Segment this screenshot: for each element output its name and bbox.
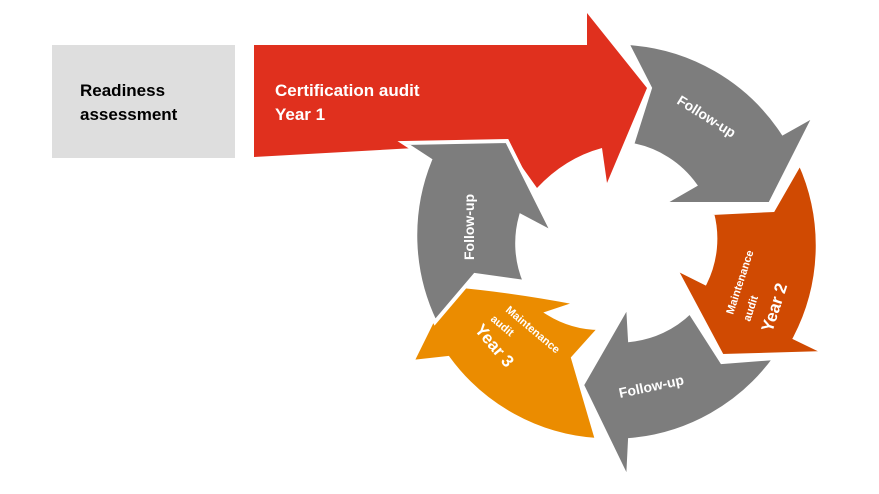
followup-bottom-arrow (579, 298, 780, 481)
maintenance-year3-arrow (408, 282, 605, 443)
certification-arrow (254, 13, 647, 188)
followup-top-arrow (623, 40, 820, 206)
readiness-box (52, 45, 235, 158)
readiness-line1: Readiness (80, 81, 165, 100)
certification-line2: Year 1 (275, 105, 325, 124)
maintenance-year2-arrow (670, 158, 827, 359)
readiness-line2: assessment (80, 105, 178, 124)
followup-left-label: Follow-up (461, 194, 477, 260)
followup-left-arrow (397, 138, 558, 326)
certification-line1: Certification audit (275, 81, 420, 100)
